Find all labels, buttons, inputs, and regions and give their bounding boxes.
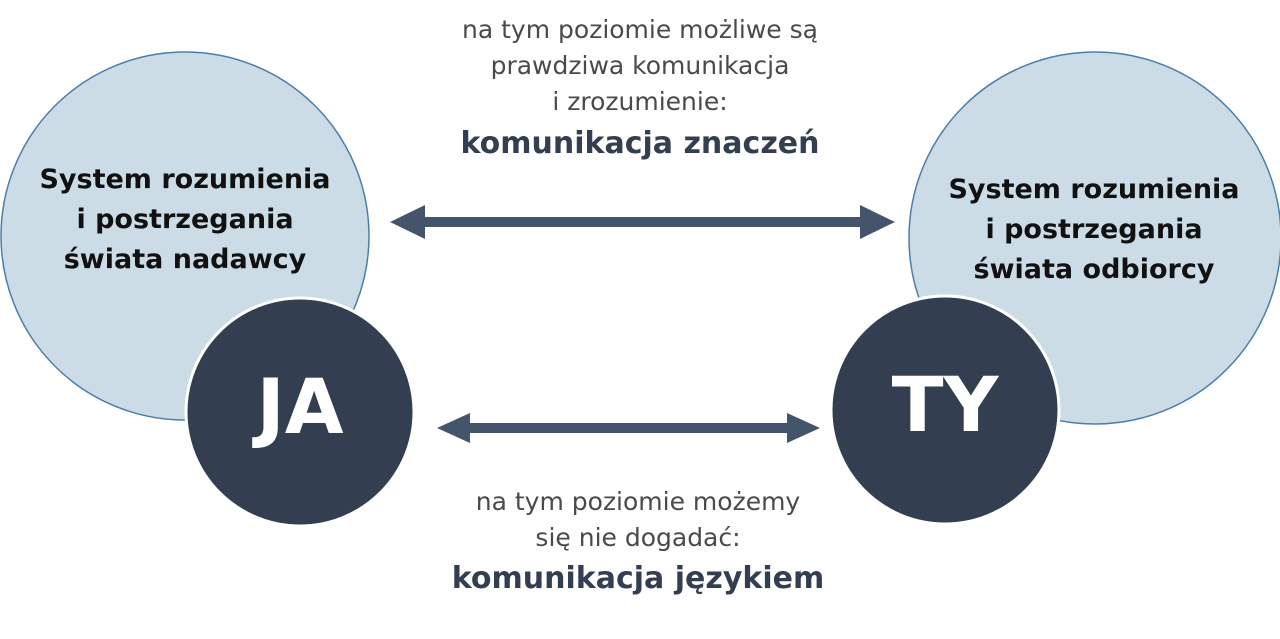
sender-line-3: świata nadawcy — [63, 244, 307, 275]
sender-line-2: i postrzegania — [76, 204, 294, 235]
top-double-arrow — [390, 205, 895, 239]
top-line-3: i zrozumienie: — [552, 87, 728, 116]
bottom-double-arrow — [437, 413, 820, 443]
receiver-line-3: świata odbiorcy — [973, 254, 1215, 285]
bottom-line-2: się nie dogadać: — [535, 523, 741, 552]
bottom-line-1: na tym poziomie możemy — [475, 487, 801, 516]
bottom-description: na tym poziomie możemy się nie dogadać: — [476, 484, 800, 556]
bottom-bold-label: komunikacja językiem — [451, 561, 825, 596]
sender-system-text: System rozumienia i postrzegania świata … — [39, 160, 330, 280]
receiver-line-1: System rozumienia — [948, 174, 1240, 205]
top-line-1: na tym poziomie możliwe są — [462, 15, 818, 44]
ja-label: JA — [256, 362, 344, 451]
top-line-2: prawdziwa komunikacja — [490, 51, 790, 80]
receiver-line-2: i postrzegania — [985, 214, 1203, 245]
ty-label: TY — [891, 360, 999, 449]
ty-circle — [829, 294, 1061, 526]
sender-line-1: System rozumienia — [39, 164, 331, 195]
top-description: na tym poziomie możliwe są prawdziwa kom… — [462, 12, 818, 120]
receiver-system-text: System rozumienia i postrzegania świata … — [948, 170, 1239, 290]
top-bold-label: komunikacja znaczeń — [460, 126, 820, 161]
ja-circle — [184, 296, 416, 528]
